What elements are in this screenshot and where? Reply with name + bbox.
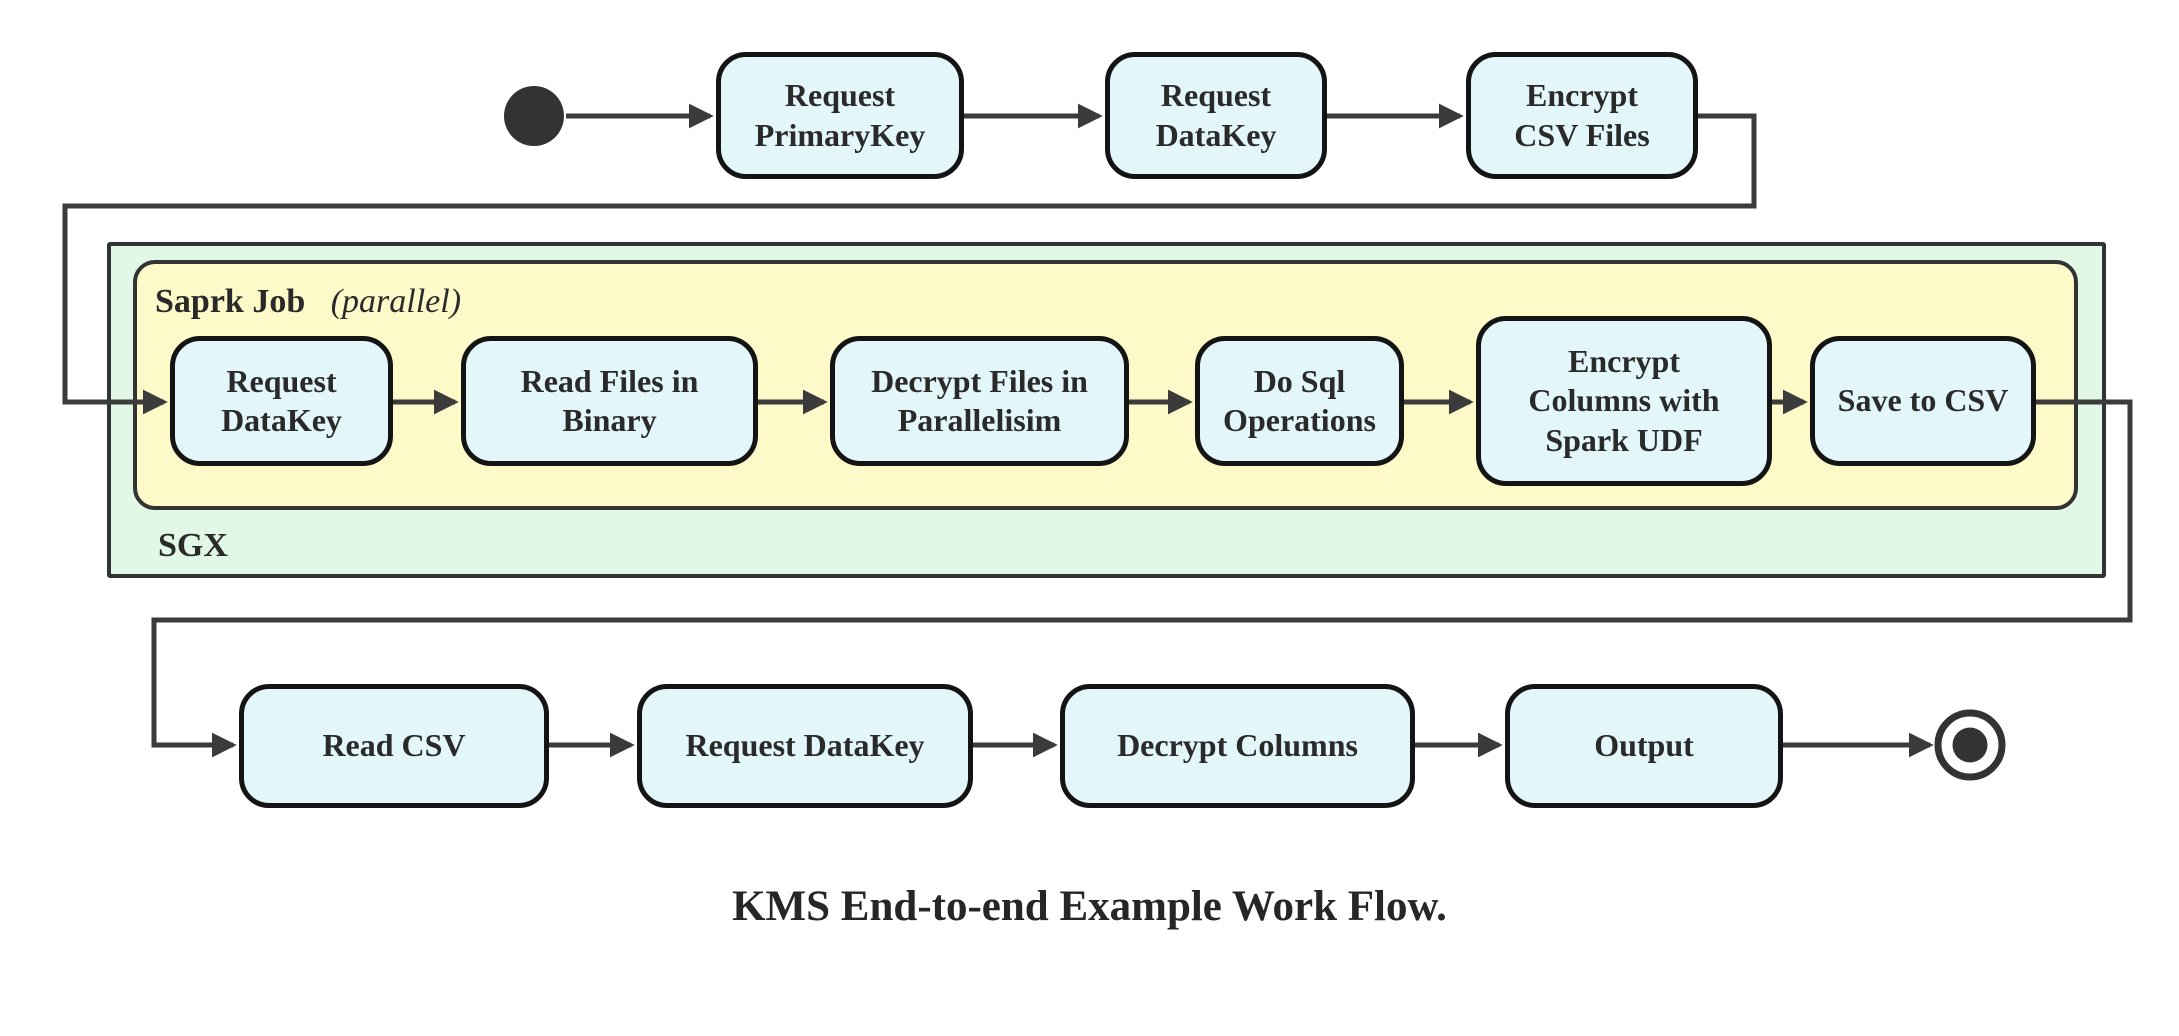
activity-node-read-csv: Read CSV bbox=[239, 684, 549, 808]
activity-node-do-sql-operations: Do Sql Operations bbox=[1195, 336, 1404, 466]
edge-save-csv-to-read-csv bbox=[151, 399, 2133, 758]
spark-job-label-text: Saprk Job bbox=[155, 283, 306, 320]
activity-node-save-to-csv: Save to CSV bbox=[1810, 336, 2036, 466]
activity-node-encrypt-columns-spark-udf: Encrypt Columns with Spark UDF bbox=[1476, 316, 1772, 486]
spark-job-container-label: Saprk Job (parallel) bbox=[155, 283, 461, 321]
activity-node-request-datakey-top: Request DataKey bbox=[1105, 52, 1327, 179]
activity-node-request-datakey-bottom: Request DataKey bbox=[637, 684, 973, 808]
diagram-caption: KMS End-to-end Example Work Flow. bbox=[732, 883, 1447, 930]
activity-node-encrypt-csv-files: Encrypt CSV Files bbox=[1466, 52, 1698, 179]
end-node-core bbox=[1952, 727, 1988, 763]
activity-node-decrypt-files-in-parallelisim: Decrypt Files in Parallelisim bbox=[830, 336, 1129, 466]
activity-node-decrypt-columns: Decrypt Columns bbox=[1060, 684, 1415, 808]
sgx-container-label: SGX bbox=[158, 527, 228, 564]
start-node bbox=[504, 86, 564, 146]
activity-node-output: Output bbox=[1505, 684, 1783, 808]
activity-node-request-primarykey: Request PrimaryKey bbox=[716, 52, 964, 179]
spark-job-label-qualifier: (parallel) bbox=[330, 283, 462, 320]
edge-encrypt-csv-to-sgx-request-datakey bbox=[62, 113, 1757, 415]
activity-node-request-datakey-sgx: Request DataKey bbox=[170, 336, 393, 466]
activity-node-read-files-in-binary: Read Files in Binary bbox=[461, 336, 758, 466]
